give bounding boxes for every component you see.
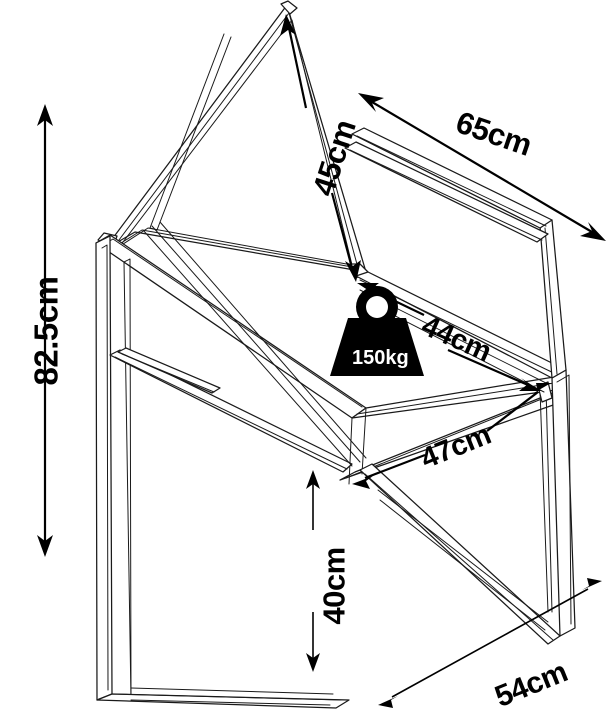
- dimension-arrow-seat-width: [352, 383, 551, 489]
- chair-left-arm-and-post: [95, 234, 367, 709]
- chair-cross-braces: [109, 33, 367, 473]
- chair-right-side-frame: [344, 127, 576, 645]
- dimension-label-overall-height: 82.5cm: [27, 276, 65, 386]
- dimension-arrow-overall-height: [37, 104, 53, 557]
- dimension-arrow-seat-height: [306, 470, 320, 672]
- dimension-arrow-overall-width: [378, 578, 602, 708]
- dimension-arrow-overall-depth: [358, 93, 606, 241]
- weight-capacity-label: 150kg: [352, 347, 409, 369]
- dimension-arrow-backrest-height: [280, 14, 361, 282]
- weight-block-icon: [330, 286, 424, 376]
- dimension-label-seat-height: 40cm: [316, 547, 352, 625]
